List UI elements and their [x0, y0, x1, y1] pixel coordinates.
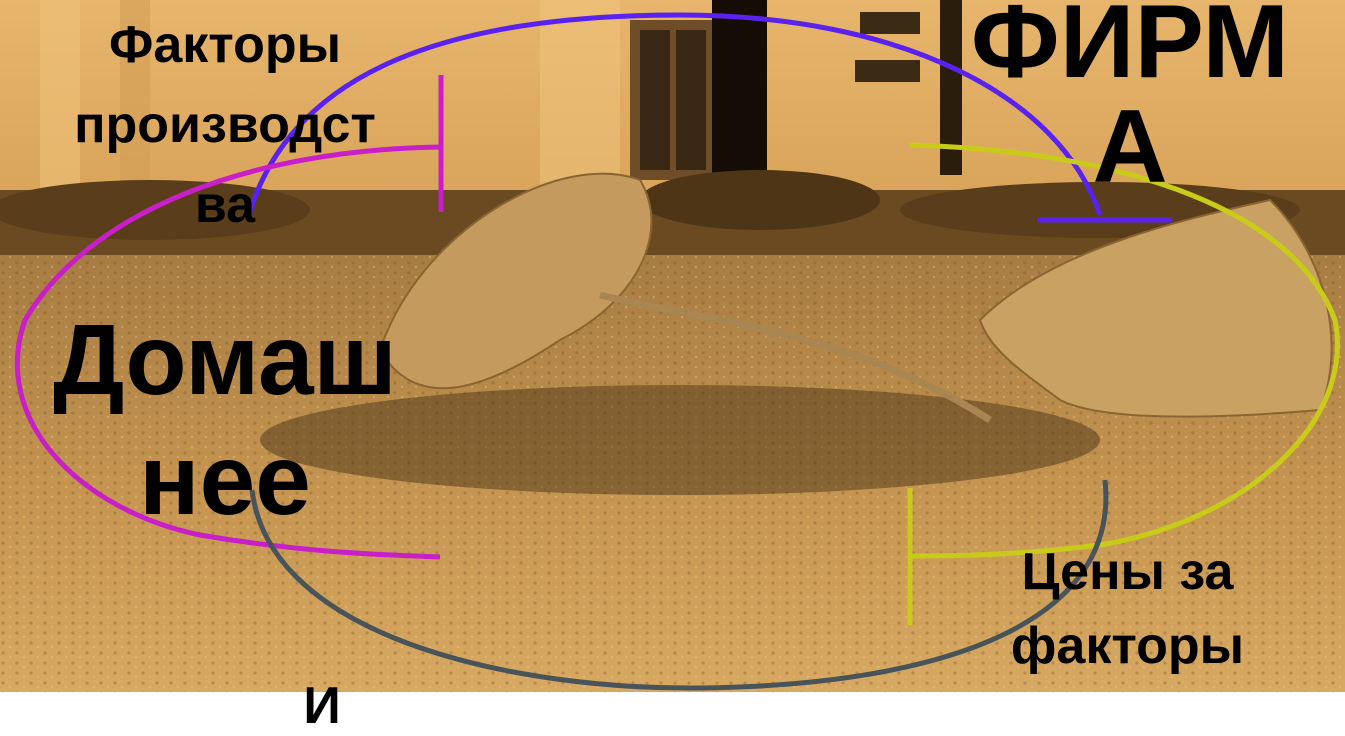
firm-line-1: ФИРМ: [960, 0, 1300, 95]
factors-of-production-label: Факторы производст ва: [30, 5, 420, 245]
dark-pillar: [712, 0, 767, 175]
prices-line-1: Цены за: [975, 535, 1280, 609]
sign: [860, 12, 920, 34]
factors-line-2: производст: [30, 85, 420, 165]
bottom-partial-label: И: [292, 676, 352, 736]
factors-line-3: ва: [30, 165, 420, 245]
household-line-2: нее: [20, 420, 430, 540]
factor-prices-label: Цены за факторы: [975, 535, 1280, 683]
sign: [855, 60, 920, 82]
prices-line-2: факторы: [975, 609, 1280, 683]
household-label: Домаш нее: [20, 300, 430, 540]
firm-label: ФИРМ А: [960, 0, 1300, 200]
firm-line-2: А: [960, 95, 1300, 200]
household-line-1: Домаш: [20, 300, 430, 420]
factors-line-1: Факторы: [30, 5, 420, 85]
